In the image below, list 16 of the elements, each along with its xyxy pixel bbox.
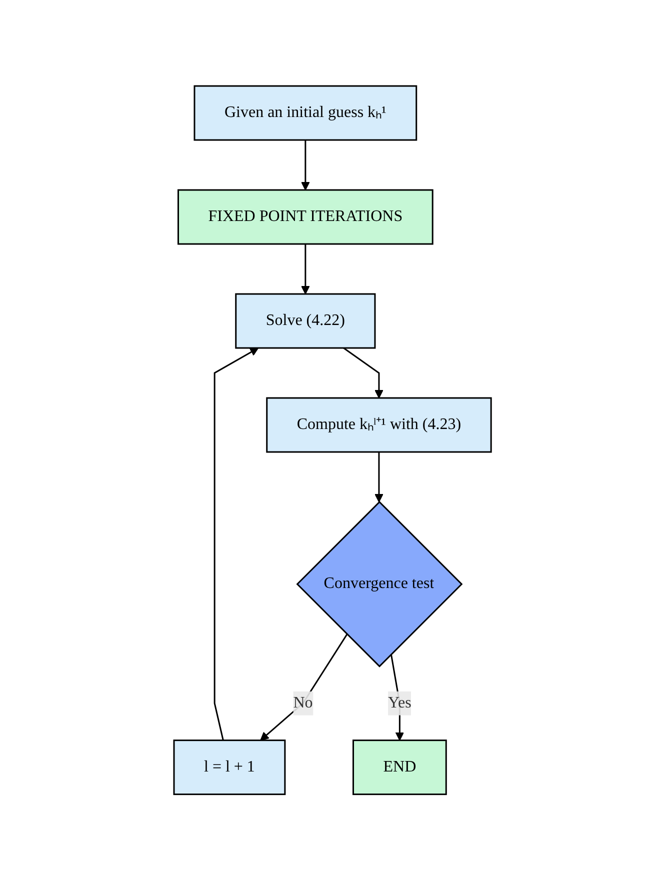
node-diamond: Convergence test (296, 501, 463, 668)
edge-label: No (293, 694, 313, 712)
arrow (300, 244, 310, 295)
arrow (260, 634, 348, 742)
node-box: Compute kₕˡ⁺¹ with (4.23) (266, 398, 492, 454)
arrow (343, 348, 384, 399)
node-box: END (352, 740, 447, 796)
arrow (374, 452, 384, 503)
edge-label: Yes (388, 694, 412, 712)
node-box: l = l + 1 (173, 740, 286, 796)
arrow (390, 654, 404, 742)
arrow (300, 140, 310, 191)
node-box: FIXED POINT ITERATIONS (177, 190, 434, 246)
node-box: Given an initial guess kₕ¹ (194, 86, 418, 142)
arrow (214, 348, 259, 741)
node-box: Solve (4.22) (235, 294, 376, 350)
